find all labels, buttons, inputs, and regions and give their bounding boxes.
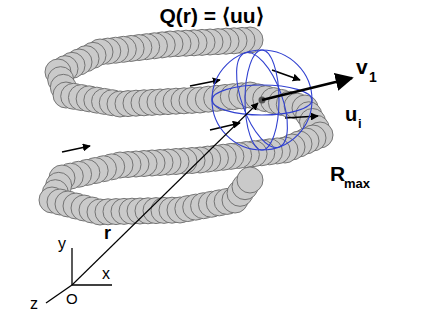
y-axis xyxy=(71,248,72,285)
segment-arrow xyxy=(285,116,318,118)
formula-title: Q(r) = ⟨uu⟩ xyxy=(0,4,423,28)
subscript: max xyxy=(344,177,370,190)
vector-label: r xyxy=(104,224,111,242)
x-axis xyxy=(72,284,112,285)
segment-arrow xyxy=(210,123,240,130)
axis-label: y xyxy=(58,236,66,252)
position-vector xyxy=(72,103,258,285)
radius-label: R xyxy=(330,163,345,184)
coordinate-axes xyxy=(46,103,258,303)
vector-label: v xyxy=(356,56,368,77)
subscript: i xyxy=(358,117,362,130)
origin-label: O xyxy=(66,291,78,306)
segment-arrows xyxy=(62,70,318,152)
segment-arrow xyxy=(62,146,90,152)
vector-label: u xyxy=(345,104,357,124)
bead-chain xyxy=(39,27,333,225)
director-vector xyxy=(262,78,352,100)
subscript: 1 xyxy=(369,70,377,84)
axis-label: x xyxy=(102,266,110,282)
axis-label: z xyxy=(30,296,38,312)
bead xyxy=(237,167,263,193)
